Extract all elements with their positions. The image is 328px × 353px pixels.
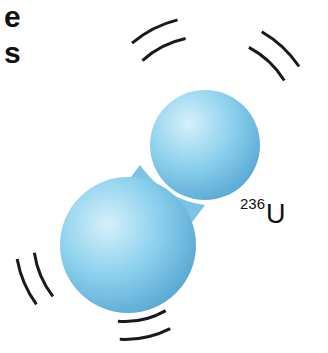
cut-heading-letter: e [4, 2, 21, 32]
mass-number: 236 [240, 196, 265, 211]
vibration-arc [261, 30, 300, 67]
nucleus-lobe [60, 177, 196, 313]
cut-heading-letter: s [4, 38, 21, 68]
vibration-arc [131, 18, 178, 44]
nucleus-lobe [150, 90, 260, 200]
vibration-arc [120, 327, 171, 341]
vibration-arcs [16, 18, 301, 341]
deformed-nucleus [60, 90, 260, 313]
vibration-arc [248, 46, 285, 81]
vibration-arc [118, 309, 167, 323]
vibration-arc [16, 259, 38, 305]
vibration-arc [33, 253, 54, 298]
vibration-arc [141, 37, 185, 62]
element-symbol: U [266, 201, 286, 228]
